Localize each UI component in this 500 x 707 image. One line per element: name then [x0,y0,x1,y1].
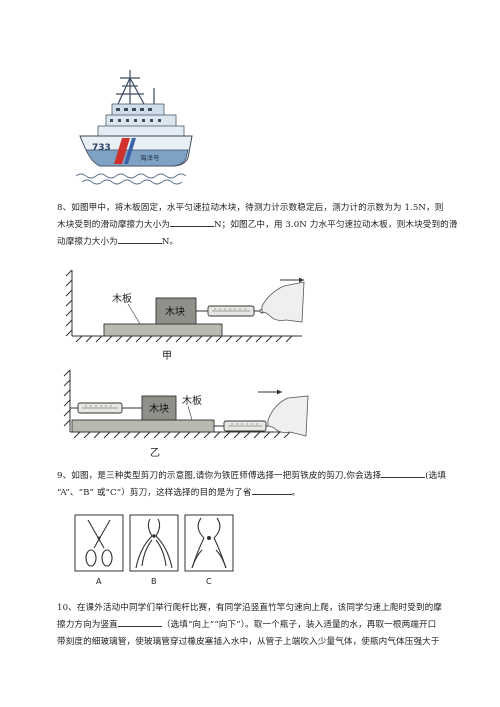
spring-scale [207,305,265,317]
wall-hatch [65,269,73,337]
scissors-label-b: B [151,577,157,586]
ship-illustration: 733 海洋号 [75,70,193,185]
hand [261,281,305,323]
scissors-label-c: C [206,577,212,586]
q10-line-3: 带刻度的细玻璃管，使玻璃管穿过橡皮塞插入水中，从管子上端吹入少量气体，使瓶内气体… [57,637,440,647]
figure-caption-yi: 乙 [150,447,160,459]
floor-hatch [72,335,302,343]
question-8: 8、如图甲中，将木板固定，水平匀速拉动木块，待测力计示数稳定后，测力计的示数为为… [57,200,467,251]
scissors-label-a: A [96,577,102,586]
floor-hatch [70,431,302,439]
hand [267,395,309,437]
spring-scale-fixed [70,402,142,414]
wood-board [71,419,215,433]
q10-line-1: 10、在课外活动中同学们举行爬杆比赛，有同学沿竖直竹竿匀速向上爬，该同学匀速上爬… [57,603,442,613]
answer-blank-1[interactable] [170,217,215,227]
waves [75,173,187,185]
ship-name-plate: 海洋号 [140,153,160,162]
ship-hull [79,135,193,167]
answer-blank-5[interactable] [117,617,162,627]
hull-number: 733 [92,143,111,153]
scissors-a [74,514,124,572]
answer-blank-3[interactable] [381,468,426,478]
figure-yi: 木块 木板 乙 [63,369,309,459]
answer-blank-2[interactable] [117,234,162,244]
wood-board [103,323,223,337]
scissors-c [184,514,234,572]
figure-jia: 木板 木块 甲 [65,269,305,362]
figure-caption-jia: 甲 [162,351,172,362]
q8-line-1: 8、如图甲中，将木板固定，水平匀速拉动木块，待测力计示数稳定后，测力计的示数为为… [57,203,444,213]
q9-line-1: 9、如图，是三种类型剪刀的示意图,请你为铁匠师傅选择一把剪铁皮的剪刀,你会选择(… [57,468,467,485]
board-label: 木板 [182,394,202,407]
wood-block [141,395,177,421]
q10-line-2: 擦力方向为竖直（选填“向上”“向下”）。取一个瓶子，装入适量的水，再取一根两端开… [57,617,467,634]
scissors-b [129,514,179,572]
q9-line-2: “A”、“B” 或“C”）剪刀，这样选择的目的是为了省。 [57,485,467,502]
wall-hatch [63,369,71,432]
answer-blank-4[interactable] [251,485,292,495]
block-label: 木块 [149,403,169,415]
ship-mast [116,70,155,110]
board-label: 木板 [112,292,132,305]
question-10: 10、在课外活动中同学们举行爬杆比赛，有同学沿竖直竹竿匀速向上爬，该同学匀速上爬… [57,600,467,651]
ship-superstructure [97,103,185,137]
question-9: 9、如图，是三种类型剪刀的示意图,请你为铁匠师傅选择一把剪铁皮的剪刀,你会选择(… [57,468,467,502]
block-label: 木块 [165,306,185,318]
spring-scale-pull [223,420,270,432]
scissors-figure: A B C [74,514,234,586]
